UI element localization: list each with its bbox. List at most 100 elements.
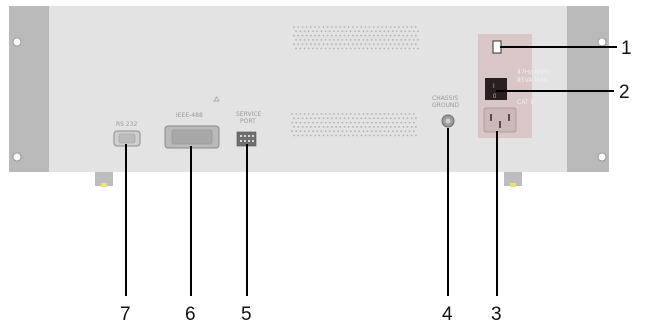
vent-hole: [295, 47, 297, 50]
service-port-pin: [240, 135, 242, 137]
vent-hole: [309, 26, 312, 28]
service-port-pin: [240, 140, 242, 142]
vent-hole: [402, 117, 405, 120]
vent-hole: [389, 34, 392, 37]
vent-hole: [314, 126, 316, 128]
vent-hole: [391, 130, 394, 133]
vent-hole: [330, 26, 333, 28]
vent-hole: [381, 26, 384, 28]
vent-hole: [364, 117, 367, 120]
vent-hole: [417, 39, 419, 41]
vent-hole: [360, 117, 363, 120]
vent-hole: [366, 39, 369, 41]
vent-hole: [410, 117, 413, 120]
vent-hole: [396, 47, 398, 50]
vent-hole: [297, 43, 300, 46]
vent-hole: [331, 134, 333, 137]
vent-hole: [362, 39, 365, 41]
vent-hole: [322, 26, 325, 28]
vent-hole: [360, 26, 363, 28]
vent-hole: [312, 113, 314, 115]
vent-hole: [368, 134, 371, 137]
vent-hole: [404, 39, 407, 41]
right-rack-ear: [567, 6, 609, 172]
vent-hole: [349, 113, 352, 115]
vent-hole: [337, 121, 340, 124]
vent-hole: [297, 26, 300, 28]
power-switch-off-mark: 0: [493, 94, 497, 100]
vent-hole: [326, 43, 329, 46]
vent-hole: [347, 117, 350, 120]
vent-hole: [326, 134, 329, 137]
vent-hole: [339, 43, 342, 46]
vent-hole: [375, 30, 377, 33]
vent-hole: [339, 26, 342, 28]
vent-hole: [301, 34, 304, 37]
leader-lines: [125, 46, 617, 296]
vent-hole: [331, 126, 333, 128]
vent-hole: [322, 43, 325, 46]
vent-hole: [337, 30, 339, 33]
service-port-label-2: PORT: [240, 118, 256, 125]
vent-hole: [345, 113, 348, 115]
vent-hole: [400, 39, 402, 41]
vent-hole: [341, 47, 344, 50]
vent-hole: [354, 130, 356, 133]
vent-hole: [303, 39, 306, 41]
vent-hole: [322, 126, 325, 128]
vent-hole: [356, 134, 358, 137]
vent-hole: [393, 34, 396, 37]
vent-hole: [370, 47, 373, 50]
vent-hole: [316, 113, 319, 115]
vent-hole: [387, 30, 390, 33]
vent-hole: [322, 134, 325, 137]
vent-hole: [299, 47, 302, 50]
vent-hole: [301, 43, 304, 46]
vent-hole: [381, 34, 384, 37]
vent-hole: [408, 30, 411, 33]
vent-hole: [379, 113, 382, 115]
vent-hole: [412, 121, 415, 124]
vent-hole: [387, 121, 390, 124]
vent-hole: [354, 30, 356, 33]
vent-hole: [339, 117, 342, 120]
service-port-pin: [244, 135, 246, 137]
vent-hole: [377, 126, 379, 128]
vent-hole: [339, 126, 342, 128]
vent-hole: [372, 34, 375, 37]
vent-hole: [293, 126, 295, 128]
vent-hole: [322, 34, 325, 37]
chassis-ground-label-2: GROUND: [432, 102, 459, 109]
vent-hole: [328, 121, 331, 124]
vent-hole: [312, 30, 314, 33]
vent-hole: [352, 117, 354, 120]
vent-hole: [389, 43, 392, 46]
vent-hole: [305, 34, 308, 37]
vent-hole: [408, 39, 411, 41]
vent-hole: [406, 126, 409, 128]
vent-hole: [364, 126, 367, 128]
vent-hole: [347, 126, 350, 128]
vent-hole: [316, 39, 318, 41]
vent-hole: [314, 117, 316, 120]
vent-hole: [398, 34, 400, 37]
vent-hole: [377, 134, 379, 137]
vent-hole: [312, 47, 314, 50]
vent-hole: [322, 117, 325, 120]
vent-hole: [314, 26, 316, 28]
vent-hole: [368, 26, 371, 28]
vent-hole: [414, 34, 417, 37]
vent-hole: [320, 39, 323, 41]
vent-hole: [307, 130, 310, 133]
vent-hole: [360, 43, 363, 46]
vent-hole: [301, 26, 304, 28]
vent-hole: [316, 121, 319, 124]
callout-6: 6: [185, 304, 196, 325]
vent-hole: [299, 113, 302, 115]
vent-hole: [330, 43, 333, 46]
vent-hole: [291, 113, 293, 115]
vent-hole: [391, 30, 394, 33]
vent-hole: [343, 26, 346, 28]
callout-5: 5: [241, 304, 252, 325]
vent-hole: [364, 26, 367, 28]
